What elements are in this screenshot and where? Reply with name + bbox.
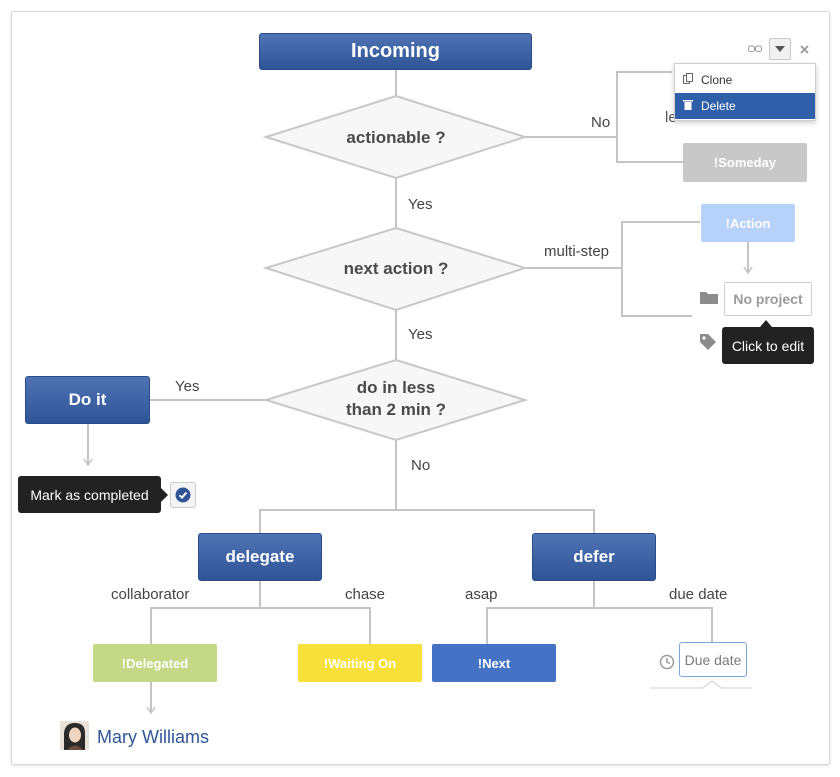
edge-label-due-date: due date [669,586,728,603]
click-to-edit-tooltip: Click to edit [722,327,814,364]
context-menu: Clone Delete [674,63,816,121]
connector [260,607,371,644]
delegate-label: delegate [225,547,295,566]
diamond-actionable [262,94,529,180]
connector [525,221,700,269]
arrowhead [743,266,753,275]
tooltip-pointer [760,320,772,327]
arrowhead [146,706,156,715]
close-icon[interactable] [800,45,809,54]
delegate-node[interactable]: delegate [198,533,322,581]
edge-label-partial: le [665,109,677,126]
connector [150,580,261,644]
edge-label-yes: Yes [408,196,433,213]
field-underline [650,680,752,689]
options-dropdown-button[interactable] [769,38,791,60]
next-label: !Next [477,655,511,671]
delegated-label: !Delegated [121,655,189,671]
link-icon[interactable] [748,45,762,53]
diamond-two-minutes [262,358,529,442]
clone-icon [683,73,697,87]
edge-label-collaborator: collaborator [111,586,190,603]
edge-label-asap: asap [465,586,498,603]
next-action-question: next action ? [343,259,449,278]
assignee-name[interactable]: Mary Williams [97,727,209,747]
connector [594,607,713,644]
arrowhead [83,458,93,467]
menu-item-delete[interactable]: Delete [675,93,815,119]
mark-completed-text: Mark as completed [30,486,149,503]
edge-label-no: No [411,457,431,474]
menu-item-clone-label: Clone [701,73,733,87]
avatar[interactable] [60,721,89,750]
edge-label-multi-step: multi-step [544,243,610,260]
actionable-question: actionable ? [346,128,446,147]
folder-icon [700,292,718,304]
someday-tag[interactable]: !Someday [683,143,807,182]
edge-label-yes: Yes [408,326,433,343]
delegated-tag[interactable]: !Delegated [93,644,217,682]
connector [616,137,683,163]
diamond-next-action [262,226,529,312]
next-tag[interactable]: !Next [432,644,556,682]
defer-label: defer [573,547,615,566]
action-label: !Action [725,215,771,231]
menu-item-clone[interactable]: Clone [675,67,815,93]
clock-icon [659,654,675,670]
trash-icon [683,99,697,113]
tooltip-pointer [161,488,168,502]
someday-label: !Someday [713,155,777,170]
complete-checkbox[interactable] [170,482,196,508]
due-date-field[interactable]: Due date [679,642,747,677]
avatar-image [60,721,89,750]
edge-label-yes: Yes [175,378,200,395]
action-tag[interactable]: !Action [701,204,795,242]
connector [621,268,692,317]
incoming-node[interactable]: Incoming [259,33,532,70]
waiting-on-tag[interactable]: !Waiting On [298,644,422,682]
project-field[interactable]: No project [724,282,812,316]
defer-node[interactable]: defer [532,533,656,581]
check-circle-icon [175,487,191,503]
mark-completed-tooltip: Mark as completed [18,476,161,513]
click-to-edit-text: Click to edit [731,337,805,354]
connector [525,71,672,138]
two-minute-question-line1: do in less [356,378,436,397]
waiting-on-label: !Waiting On [323,655,397,671]
connector [486,580,595,644]
do-it-label: Do it [68,390,107,409]
incoming-label: Incoming [351,40,440,62]
two-minute-question-line2: than 2 min ? [345,400,447,419]
connector [259,509,595,533]
edge-label-chase: chase [345,586,386,603]
due-date-placeholder: Due date [684,651,742,668]
menu-item-delete-label: Delete [701,99,736,113]
tag-icon [700,334,716,350]
edge-label-no: No [591,114,611,131]
caret-down-icon [775,46,785,52]
project-field-value: No project [733,291,803,307]
do-it-node[interactable]: Do it [25,376,150,424]
